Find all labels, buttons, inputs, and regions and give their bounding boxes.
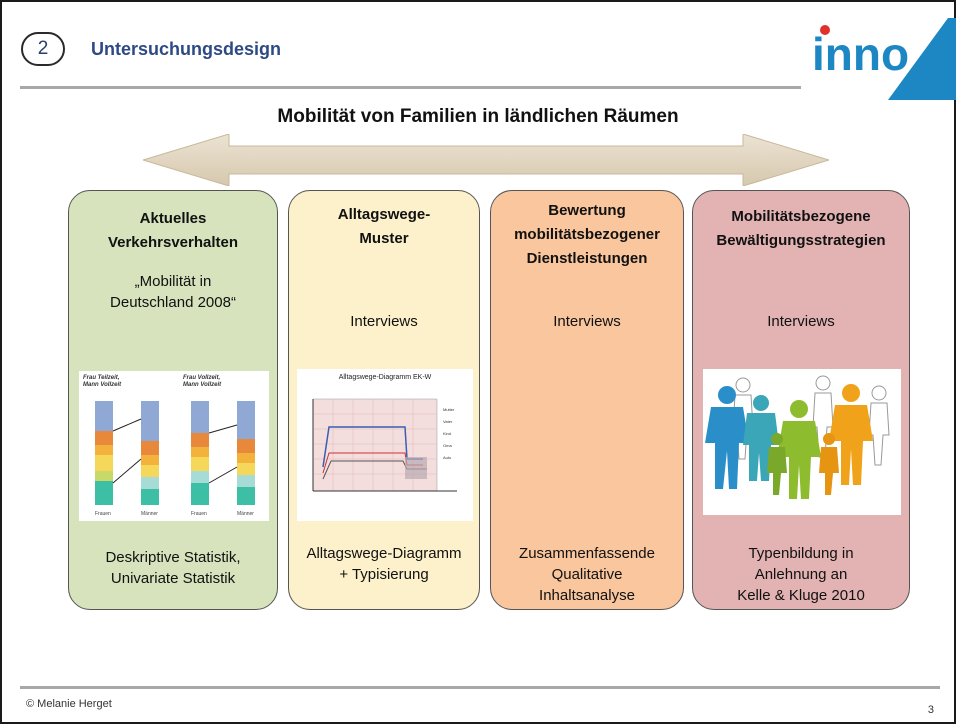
svg-text:Frauen: Frauen bbox=[191, 511, 207, 517]
column-method: Interviews bbox=[767, 313, 835, 330]
column-heading: Aktuelles Verkehrsverhalten bbox=[107, 210, 239, 251]
bar-maenner-2 bbox=[237, 401, 255, 505]
svg-text:Auto: Auto bbox=[443, 455, 452, 460]
double-arrow-icon bbox=[143, 134, 829, 186]
svg-text:Frau Teilzeit,: Frau Teilzeit, bbox=[83, 375, 120, 381]
svg-text:Mann Vollzeit: Mann Vollzeit bbox=[183, 382, 222, 388]
svg-text:Männer: Männer bbox=[237, 511, 254, 517]
column-bewaeltigungsstrategien: Mobilitätsbezogene Bewältigungsstrategie… bbox=[692, 190, 910, 610]
column-alltagswege: Alltagswege- Muster Interviews Alltagswe… bbox=[288, 190, 480, 610]
svg-text:Alltagswege-Diagramm EK-W: Alltagswege-Diagramm EK-W bbox=[339, 374, 432, 381]
column-analysis: Deskriptive Statistik, Univariate Statis… bbox=[105, 549, 241, 587]
logo-red-dot bbox=[820, 25, 830, 35]
alltagswege-diagramm-image: Alltagswege-Diagramm EK-W Mutter Vater K… bbox=[297, 369, 473, 521]
figure-blue bbox=[705, 386, 749, 489]
svg-text:Vater: Vater bbox=[443, 419, 453, 424]
logo-z-shape bbox=[888, 18, 956, 100]
column-heading: Mobilitätsbezogene Bewältigungsstrategie… bbox=[716, 208, 886, 249]
svg-text:Mutter: Mutter bbox=[443, 407, 455, 412]
alltagswege-diagramm-graphic: Alltagswege-Diagramm EK-W Mutter Vater K… bbox=[312, 374, 457, 492]
svg-text:Mann Vollzeit: Mann Vollzeit bbox=[83, 382, 122, 388]
column-dienstleistungen: Bewertung mobilitätsbezogener Dienstleis… bbox=[490, 190, 684, 610]
copyright-text: © Melanie Herget bbox=[26, 698, 112, 710]
svg-text:Frauen: Frauen bbox=[95, 511, 111, 517]
figure-orange bbox=[829, 384, 873, 485]
svg-text:Kind: Kind bbox=[443, 431, 451, 436]
stacked-bar-chart-image: Frau Teilzeit, Mann Vollzeit Frau Vollze… bbox=[79, 371, 269, 521]
column-heading: Alltagswege- Muster bbox=[337, 206, 431, 247]
column-analysis: Zusammenfassende Qualitative Inhaltsanal… bbox=[519, 545, 655, 604]
figure-green bbox=[777, 400, 821, 499]
column-method: Interviews bbox=[350, 313, 418, 330]
figure-teal bbox=[743, 395, 779, 481]
bar-frauen-1 bbox=[95, 401, 113, 505]
column-heading: Bewertung mobilitätsbezogener Dienstleis… bbox=[514, 202, 660, 267]
page-number: 3 bbox=[927, 704, 934, 716]
bar-maenner-1 bbox=[141, 401, 159, 505]
svg-text:Oma: Oma bbox=[443, 443, 452, 448]
bar-frauen-2 bbox=[191, 401, 209, 505]
column-verkehrsverhalten: Aktuelles Verkehrsverhalten „Mobilität i… bbox=[68, 190, 278, 610]
inno-logo: inno bbox=[812, 18, 956, 100]
people-figures-image bbox=[703, 369, 901, 515]
column-method: „Mobilität in Deutschland 2008“ bbox=[110, 273, 236, 311]
slide-header-title: Untersuchungsdesign bbox=[91, 39, 282, 59]
header-divider bbox=[20, 86, 801, 89]
logo-text: inno bbox=[812, 28, 909, 80]
column-method: Interviews bbox=[553, 313, 621, 330]
svg-text:Frau Vollzeit,: Frau Vollzeit, bbox=[183, 375, 220, 381]
figure-small-orange bbox=[819, 433, 839, 495]
svg-text:Männer: Männer bbox=[141, 511, 158, 517]
stacked-bar-chart-graphic: Frau Teilzeit, Mann Vollzeit Frau Vollze… bbox=[83, 375, 255, 517]
figure-small-green bbox=[767, 433, 787, 495]
column-analysis: Alltagswege-Diagramm + Typisierung bbox=[306, 545, 462, 583]
section-number-badge: 2 bbox=[21, 32, 65, 66]
people-figures-graphic bbox=[705, 375, 890, 499]
column-analysis: Typenbildung in Anlehnung an Kelle & Klu… bbox=[737, 545, 865, 604]
main-title: Mobilität von Familien in ländlichen Räu… bbox=[277, 106, 679, 127]
footer-divider bbox=[20, 686, 940, 689]
